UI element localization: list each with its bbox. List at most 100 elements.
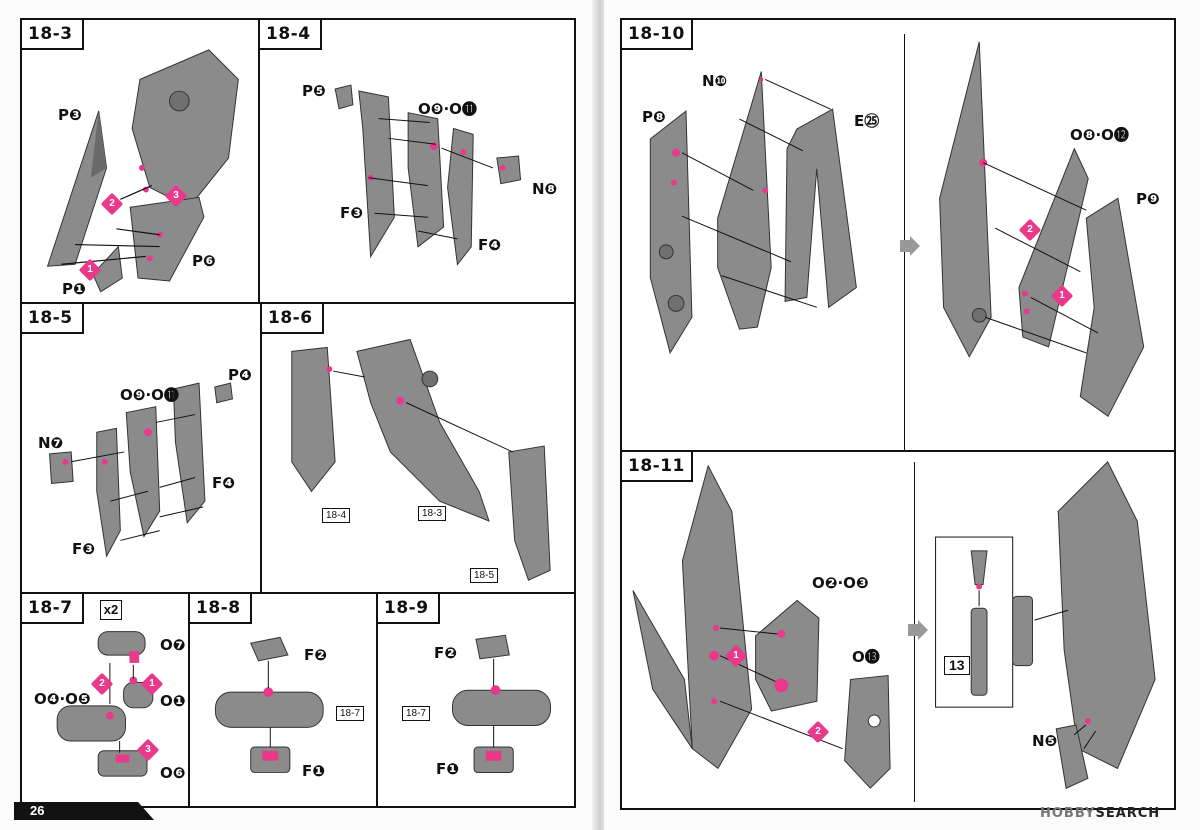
part-assembled-shell bbox=[939, 41, 992, 358]
label-o1: O❶ bbox=[160, 692, 186, 710]
part-o7 bbox=[97, 631, 146, 656]
label-e25: E㉕ bbox=[854, 112, 880, 130]
label-f3: F❸ bbox=[72, 540, 95, 558]
part-o2-o3 bbox=[755, 599, 820, 712]
part-f3 bbox=[358, 90, 395, 259]
part-n8 bbox=[496, 155, 522, 185]
part-assembled-forearm bbox=[1057, 461, 1156, 770]
part-o4-o5 bbox=[56, 705, 126, 742]
panel-step-18-9: 18-9 F❷ 18-7 F❶ bbox=[376, 592, 576, 808]
label-n7: N❼ bbox=[38, 434, 64, 452]
label-p5: P❺ bbox=[302, 82, 326, 100]
panel-step-18-5: 18-5 O❾·O⓫ P❹ N❼ F❹ F❸ bbox=[20, 302, 262, 594]
step-number: 18-4 bbox=[260, 20, 322, 50]
part-joint-assembly bbox=[214, 691, 324, 728]
part-o13 bbox=[844, 674, 891, 789]
page-number: 26 bbox=[30, 803, 45, 818]
panel-step-18-4: 18-4 P❺ O❾·O⓫ F❸ N❽ F❹ bbox=[258, 18, 576, 304]
label-o8-o12: O❽·O⓬ bbox=[1070, 126, 1129, 144]
reference-box: 18-5 bbox=[470, 568, 499, 583]
label-p3: P❸ bbox=[58, 106, 82, 124]
label-p1: P❶ bbox=[62, 280, 86, 298]
label-o9-o11: O❾·O⓫ bbox=[418, 100, 477, 118]
part-joint-assembly bbox=[451, 689, 551, 726]
step-marker: 1 bbox=[724, 644, 748, 668]
part-n7 bbox=[49, 451, 74, 484]
part-insert bbox=[1012, 595, 1033, 667]
assembly-illustration bbox=[334, 84, 522, 266]
part-f4 bbox=[447, 127, 474, 266]
part-o8-o12 bbox=[1018, 147, 1089, 348]
label-o4-o5: O❹·O❺ bbox=[34, 690, 91, 708]
assembly-illustration bbox=[451, 634, 551, 774]
step-marker: 2 bbox=[806, 720, 830, 744]
part-peg bbox=[970, 607, 988, 696]
part-center bbox=[407, 112, 445, 248]
reference-box: 18-7 bbox=[336, 706, 365, 721]
part-upper-arm bbox=[131, 49, 239, 208]
part-tip bbox=[970, 550, 988, 586]
part-f3 bbox=[96, 427, 121, 558]
assembly-illustration bbox=[649, 41, 1145, 418]
part-f4 bbox=[172, 382, 206, 524]
panel-step-18-11: 18-11 O❷·O❸ O⓭ N❺ 13 1 2 bbox=[620, 450, 1176, 810]
step-number: 18-3 bbox=[22, 20, 84, 50]
step-number: 18-10 bbox=[622, 20, 693, 50]
part-o6 bbox=[97, 750, 148, 777]
part-shoulder-left bbox=[291, 346, 336, 493]
assembly-illustration bbox=[49, 382, 234, 558]
label-o2-o3: O❷·O❸ bbox=[812, 574, 869, 592]
reference-box: 18-4 bbox=[322, 508, 351, 523]
step-number: 18-7 bbox=[22, 594, 84, 624]
part-p8 bbox=[649, 110, 693, 355]
part-p4 bbox=[214, 382, 234, 404]
part-n10 bbox=[717, 71, 772, 330]
part-arm-blade bbox=[356, 338, 490, 522]
step-number: 18-9 bbox=[378, 594, 440, 624]
step-marker: 2 bbox=[90, 672, 114, 696]
label-f2: F❷ bbox=[434, 644, 457, 662]
step-marker: 1 bbox=[78, 258, 102, 282]
label-o7: O❼ bbox=[160, 636, 186, 654]
part-p3-blade bbox=[46, 110, 108, 267]
panel-step-18-6: 18-6 18-4 18-3 18-5 bbox=[260, 302, 576, 594]
step-marker: 3 bbox=[164, 184, 188, 208]
quantity-multiplier: x2 bbox=[100, 600, 122, 620]
part-f2 bbox=[249, 636, 289, 662]
assembly-illustration bbox=[632, 461, 1156, 789]
part-n5 bbox=[1055, 724, 1089, 789]
label-f1: F❶ bbox=[302, 762, 325, 780]
part-p9 bbox=[1079, 197, 1145, 418]
label-n5: N❺ bbox=[1032, 732, 1058, 750]
step-number: 18-8 bbox=[190, 594, 252, 624]
watermark: HOBBYSEARCH bbox=[1040, 806, 1161, 821]
reference-box: 18-3 bbox=[418, 506, 447, 521]
label-f2: F❷ bbox=[304, 646, 327, 664]
proceed-arrow-icon bbox=[908, 620, 928, 640]
label-n10: N❿ bbox=[702, 72, 728, 90]
panel-step-18-8: 18-8 F❷ 18-7 F❶ bbox=[188, 592, 378, 808]
label-o13: O⓭ bbox=[852, 648, 880, 666]
label-p4: P❹ bbox=[228, 366, 252, 384]
step-marker: 1 bbox=[1050, 284, 1074, 308]
label-f1: F❶ bbox=[436, 760, 459, 778]
part-forearm bbox=[508, 445, 551, 581]
page-number-bar bbox=[14, 802, 154, 820]
assembly-illustration bbox=[214, 636, 324, 773]
label-p9: P❾ bbox=[1136, 190, 1160, 208]
label-o9-o11: O❾·O⓫ bbox=[120, 386, 179, 404]
part-p1-base bbox=[92, 245, 123, 293]
step-marker: 2 bbox=[1018, 218, 1042, 242]
label-p8: P❽ bbox=[642, 108, 666, 126]
part-center bbox=[125, 406, 161, 538]
step-number: 18-5 bbox=[22, 304, 84, 334]
part-side-fin bbox=[632, 590, 693, 749]
step-marker: 1 bbox=[140, 672, 164, 696]
reference-box: 18-7 bbox=[402, 706, 431, 721]
panel-step-18-7: 18-7 x2 O❼ O❹·O❺ O❶ O❻ 1 2 3 bbox=[20, 592, 190, 808]
sub-reference-box: 13 bbox=[944, 656, 970, 675]
proceed-arrow-icon bbox=[900, 236, 920, 256]
label-n8: N❽ bbox=[532, 180, 558, 198]
step-marker: 2 bbox=[100, 192, 124, 216]
part-f2 bbox=[475, 634, 510, 660]
